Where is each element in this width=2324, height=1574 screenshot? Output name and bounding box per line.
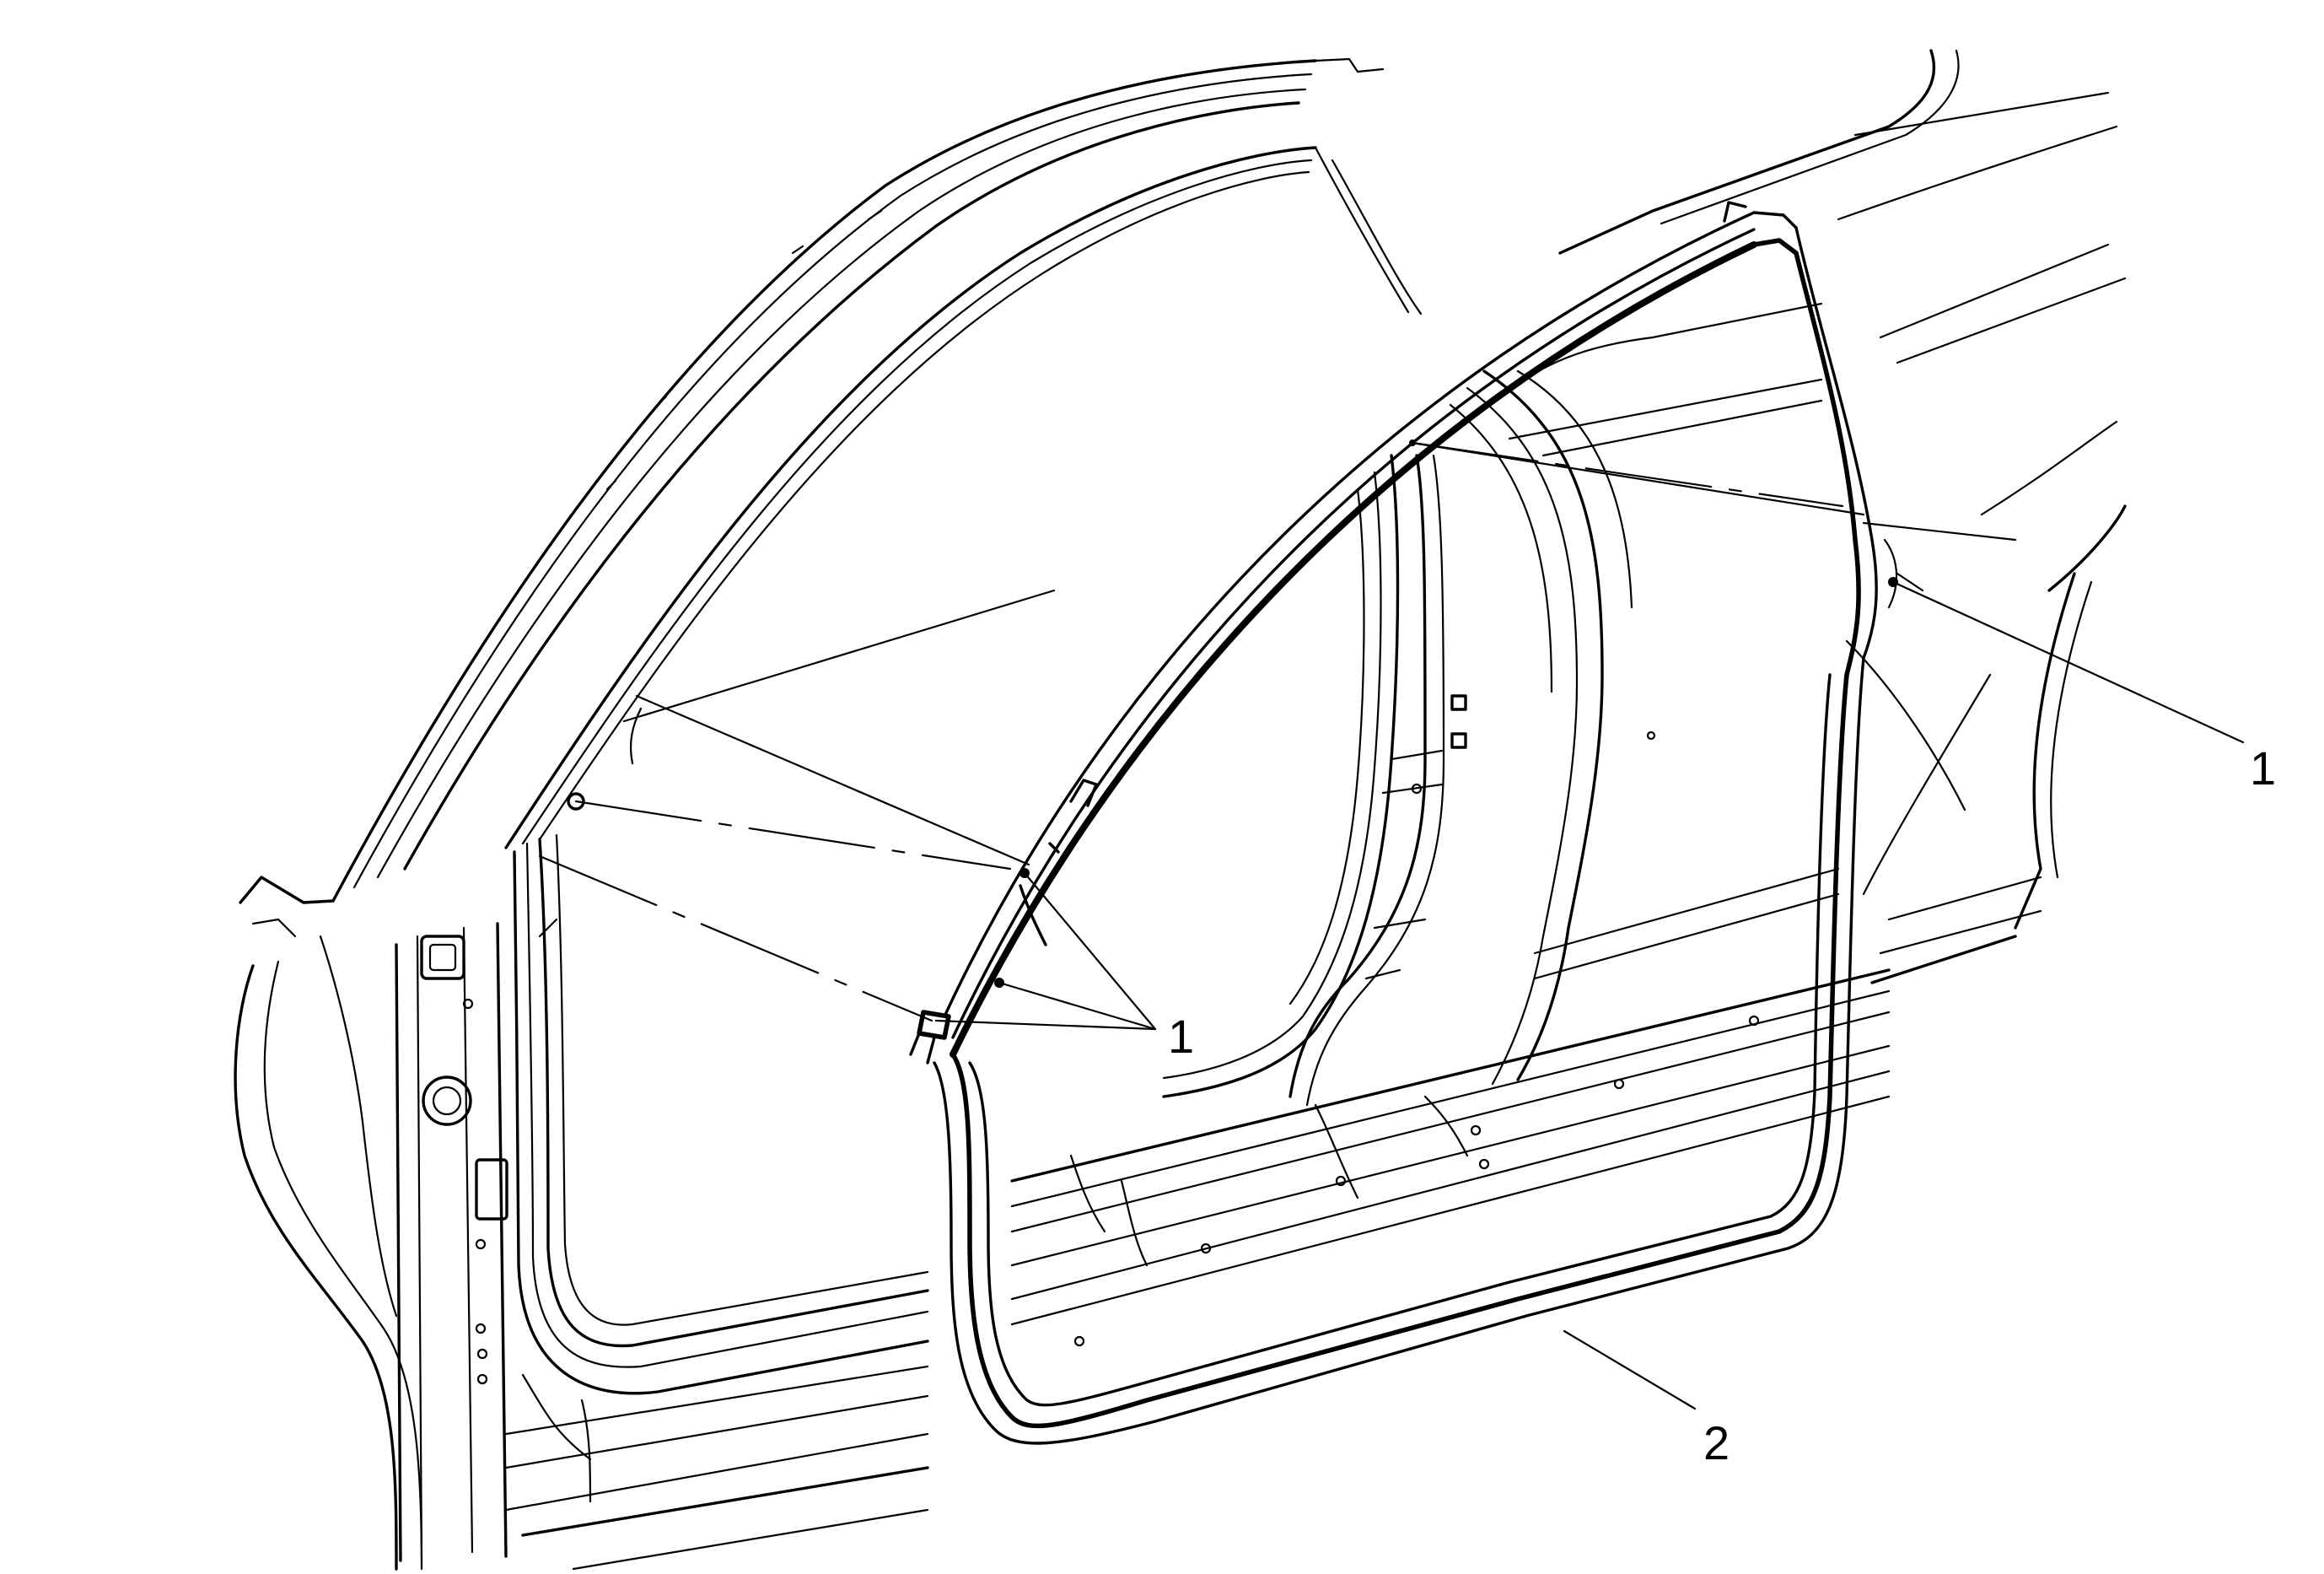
- callout-label-1-upper: 1: [2250, 741, 2276, 795]
- callout-1-upper-right: 1: [1409, 439, 2276, 795]
- callout-label-1-lower: 1: [1168, 1010, 1194, 1063]
- callout-label-2: 2: [1703, 1416, 1730, 1469]
- callout-1-lower: 1: [934, 868, 1194, 1063]
- rear-door-opening: [1010, 49, 2127, 1347]
- callout-2-sill: 2: [1563, 1329, 1730, 1469]
- alignment-lines: [538, 441, 2017, 1022]
- front-door-opening: [234, 57, 1423, 1571]
- weatherstrip-seal: [909, 201, 1924, 1445]
